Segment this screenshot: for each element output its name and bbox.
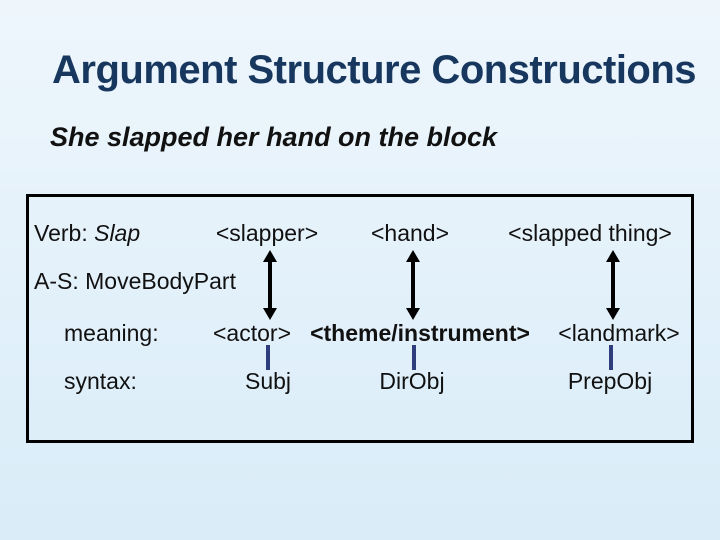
- syntax-role-subj: Subj: [244, 368, 292, 394]
- verb-role-slapper: <slapper>: [215, 220, 319, 246]
- connector-line-actor-subj: [266, 345, 270, 370]
- syntax-label: syntax:: [64, 368, 137, 394]
- verb-label: Verb:: [34, 220, 95, 246]
- bidirectional-arrow-hand-theme-icon: [411, 261, 415, 309]
- meaning-role-theme-instrument: <theme/instrument>: [310, 320, 530, 346]
- argument-structure-group: A-S: MoveBodyPart: [34, 268, 236, 295]
- bidirectional-arrow-slappedthing-landmark-icon: [611, 261, 615, 309]
- verb-role-hand: <hand>: [370, 220, 450, 246]
- verb-role-slapped-thing: <slapped thing>: [508, 220, 672, 246]
- verb-label-group: Verb: Slap: [34, 220, 140, 247]
- meaning-role-landmark: <landmark>: [558, 320, 680, 346]
- connector-line-landmark-prepobj: [609, 345, 613, 370]
- meaning-role-actor: <actor>: [213, 320, 291, 346]
- verb-name: Slap: [94, 220, 141, 246]
- example-sentence: She slapped her hand on the block: [50, 122, 498, 152]
- syntax-role-dirobj: DirObj: [379, 368, 445, 394]
- argument-structure-value: MoveBodyPart: [85, 268, 236, 294]
- construction-diagram-box: [26, 194, 694, 443]
- connector-line-theme-dirobj: [412, 345, 416, 370]
- syntax-role-prepobj: PrepObj: [567, 368, 653, 394]
- bidirectional-arrow-slapper-actor-icon: [268, 261, 272, 309]
- meaning-label: meaning:: [64, 320, 159, 346]
- slide-title: Argument Structure Constructions: [52, 48, 697, 92]
- argument-structure-label: A-S:: [34, 268, 86, 294]
